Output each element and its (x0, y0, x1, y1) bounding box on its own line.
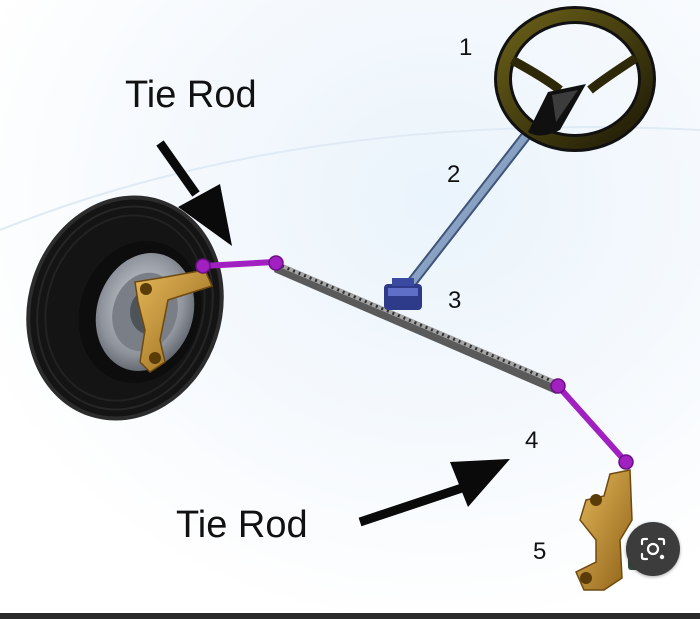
arrow-bottom-pointer (358, 459, 510, 527)
part-number-1: 1 (459, 34, 473, 61)
tie-rod-right (550, 378, 634, 470)
steering-column (396, 122, 538, 301)
tie-rod-label-bottom: Tie Rod (176, 504, 308, 546)
camera-lens-icon (640, 537, 666, 561)
steering-wheel (494, 6, 656, 152)
part-number-2: 2 (447, 161, 461, 188)
part-number-3: 3 (448, 287, 462, 314)
tie-rod-label-top: Tie Rod (125, 74, 257, 116)
part-number-5: 5 (533, 538, 547, 565)
tie-rod-left (195, 255, 284, 274)
part-number-4: 4 (525, 427, 539, 454)
background-arc (0, 126, 700, 231)
steering-rack (274, 262, 560, 394)
arrow-top-pointer (156, 140, 232, 246)
pinion-gear (384, 278, 422, 310)
bottom-border (0, 613, 700, 619)
camera-lens-button[interactable] (626, 522, 680, 576)
